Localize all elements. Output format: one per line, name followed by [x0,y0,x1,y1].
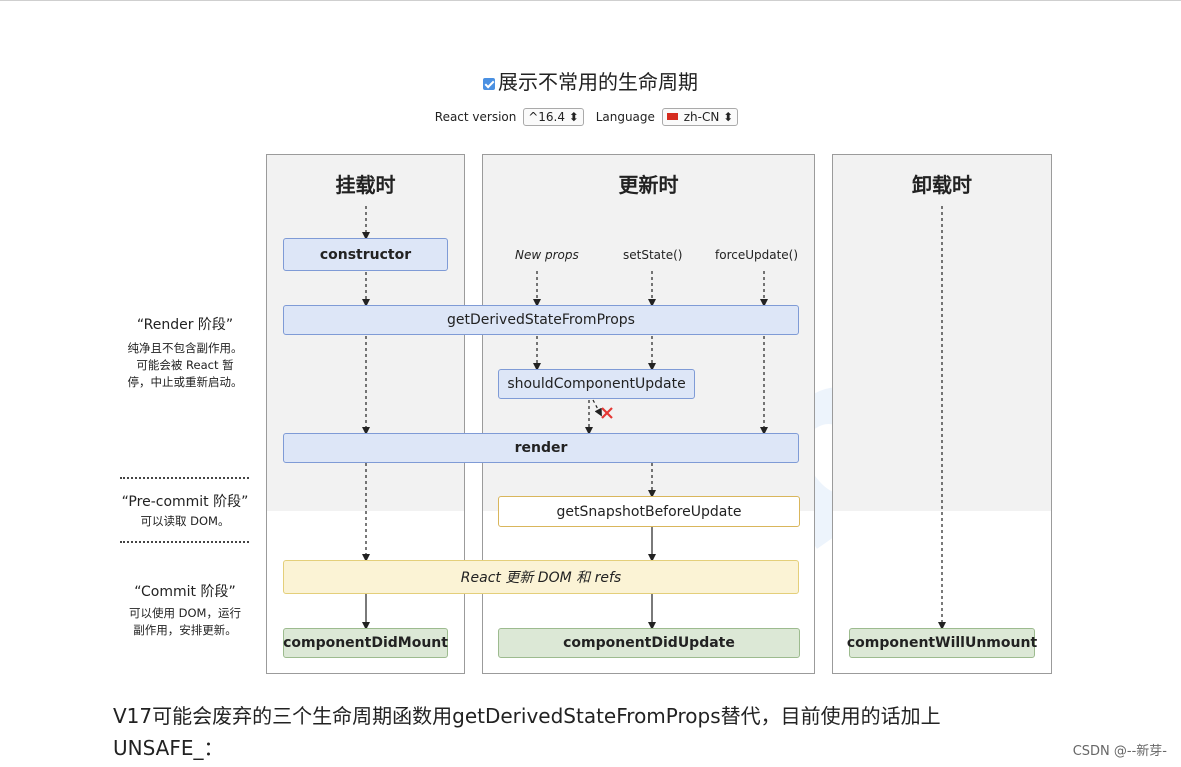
language-label: Language [595,110,655,124]
phase-render-title: “Render 阶段” [136,317,234,333]
phase-commit-desc: 可以使用 DOM，运行 [129,606,241,620]
controls-row: React version ^16.4 ⬍ Language zh-CN ⬍ [0,108,1181,126]
source-new-props: New props [515,248,579,262]
phase-commit-title: “Commit 阶段” [134,584,236,600]
column-title-unmount: 卸载时 [912,173,972,197]
phase-commit-desc: 副作用，安排更新。 [133,623,237,637]
top-divider [0,0,1181,1]
language-select[interactable]: zh-CN ⬍ [661,108,739,126]
phase-precommit-desc: 可以读取 DOM。 [140,514,230,528]
method-component-did-mount: componentDidMount [283,628,448,658]
diagram-header: 展示不常用的生命周期 [0,66,1181,95]
method-component-will-unmount: componentWillUnmount [847,628,1037,658]
phase-render-desc: 停，中止或重新启动。 [127,375,243,389]
article-line: V17可能会废弃的三个生命周期函数用getDerivedStateFromPro… [113,704,941,728]
source-set-state: setState() [623,248,683,262]
phase-divider [120,541,249,543]
method-get-snapshot: getSnapshotBeforeUpdate [498,496,800,527]
react-version-select[interactable]: ^16.4 ⬍ [523,108,584,126]
method-get-derived-state: getDerivedStateFromProps [283,305,799,335]
show-uncommon-checkbox[interactable] [483,78,495,90]
phase-render-desc: 可能会被 React 暂 [136,358,234,372]
column-title-update: 更新时 [618,173,679,197]
phase-precommit: “Pre-commit 阶段” 可以读取 DOM。 [110,491,260,530]
method-render: render [283,433,799,463]
phase-precommit-title: “Pre-commit 阶段” [121,494,249,510]
method-component-did-update: componentDidUpdate [498,628,800,658]
phase-divider [120,477,249,479]
article-paragraph: V17可能会废弃的三个生命周期函数用getDerivedStateFromPro… [113,700,1013,764]
phase-render: “Render 阶段” 纯净且不包含副作用。 可能会被 React 暂 停，中止… [110,314,260,391]
header-title: 展示不常用的生命周期 [498,70,698,94]
react-version-label: React version [434,110,517,124]
method-should-component-update: shouldComponentUpdate [498,369,695,399]
phase-commit: “Commit 阶段” 可以使用 DOM，运行 副作用，安排更新。 [110,581,260,639]
cancel-cross-icon [601,407,613,419]
column-title-mount: 挂载时 [335,173,396,197]
source-force-update: forceUpdate() [715,248,799,262]
phase-render-desc: 纯净且不包含副作用。 [127,341,243,355]
article-line: UNSAFE_： [113,736,224,760]
react-update-dom: React 更新 DOM 和 refs [283,560,799,594]
flag-icon [666,113,678,120]
arrow [592,399,602,417]
csdn-credit: CSDN @--新芽- [1072,744,1167,759]
method-constructor: constructor [283,238,448,271]
